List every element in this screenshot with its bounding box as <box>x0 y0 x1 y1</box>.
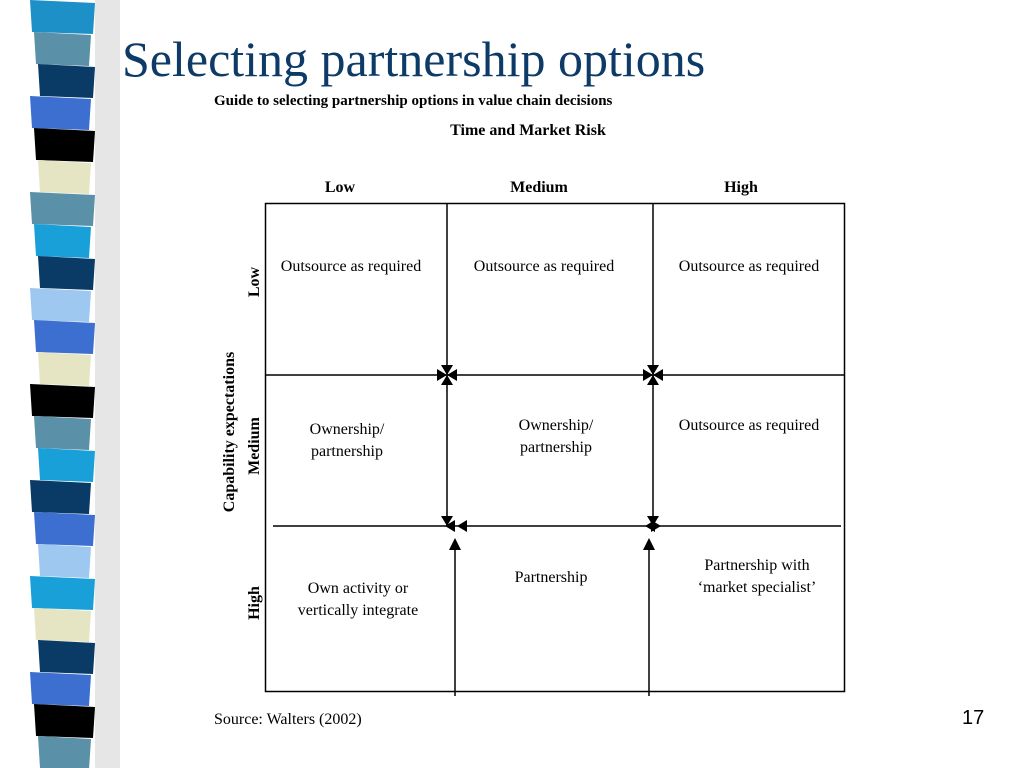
arrow-icon <box>449 538 461 550</box>
arrow-icon <box>437 369 447 381</box>
column-header-low: Low <box>324 179 356 196</box>
page-number: 17 <box>962 707 985 729</box>
arrow-icon <box>647 516 659 526</box>
arrow-icon <box>643 369 653 381</box>
arrow-icon <box>445 520 455 532</box>
arrow-icon <box>653 369 663 381</box>
cell-high-high: Partnership with ‘market specialist’ <box>697 557 817 596</box>
arrow-icon <box>643 538 655 550</box>
source-citation: Source: Walters (2002) <box>214 711 362 728</box>
cell-low-low: Outsource as required <box>280 258 422 275</box>
decorative-stripe <box>0 0 120 768</box>
cell-medium-medium: Ownership/ partnership <box>518 417 594 456</box>
cell-medium-high: Outsource as required <box>678 417 820 434</box>
cell-low-medium: Outsource as required <box>473 258 615 275</box>
matrix-border <box>264 202 846 693</box>
diagram-subtitle: Guide to selecting partnership options i… <box>214 93 613 109</box>
arrow-icon <box>647 365 659 375</box>
column-header-medium: Medium <box>510 179 568 196</box>
column-header-high: High <box>724 179 758 196</box>
slide-title: Selecting partnership options <box>122 31 706 87</box>
arrow-icon <box>447 369 457 381</box>
cell-high-low: Own activity or vertically integrate <box>297 580 419 619</box>
cell-low-high: Outsource as required <box>678 258 820 275</box>
arrow-icon <box>441 516 453 526</box>
arrow-icon <box>647 375 659 385</box>
arrow-icon <box>457 520 467 532</box>
arrow-icon <box>441 365 453 375</box>
cell-medium-low: Ownership/ partnership <box>309 421 385 460</box>
cell-high-medium: Partnership <box>514 569 588 586</box>
x-axis-title: Time and Market Risk <box>450 122 606 139</box>
arrow-icon <box>441 375 453 385</box>
